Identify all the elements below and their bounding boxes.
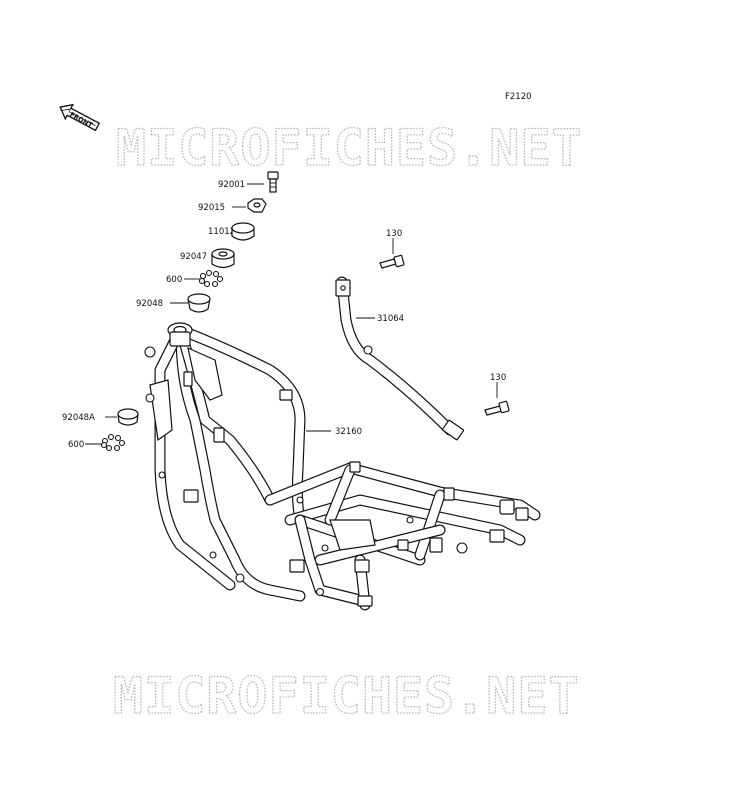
callout-92047: 92047	[180, 252, 207, 262]
front-arrow-icon: FRONT	[59, 103, 101, 132]
callout-32160: 32160	[335, 427, 362, 437]
callout-600-upper: 600	[166, 275, 182, 285]
bolt-130-lower-icon	[484, 400, 510, 416]
callout-92015: 92015	[198, 203, 225, 213]
race-92048-icon	[187, 293, 211, 313]
callout-92048a: 92048A	[62, 413, 95, 423]
bearing-balls-600-lower-icon	[100, 433, 126, 452]
watermark-top: MICROFICHES.NET	[116, 119, 583, 177]
callout-92001: 92001	[218, 180, 245, 190]
callout-92048: 92048	[136, 299, 163, 309]
callout-130-upper: 130	[386, 229, 402, 239]
watermark-bottom: MICROFICHES.NET	[113, 667, 580, 725]
callout-130-lower: 130	[490, 373, 506, 383]
figure-code: F2120	[505, 92, 532, 102]
callout-11012: 11012	[208, 227, 235, 237]
bearing-balls-600-upper-icon	[198, 269, 224, 288]
nut-92015-icon	[247, 198, 267, 213]
callout-31064: 31064	[377, 314, 404, 324]
callout-600-lower: 600	[68, 440, 84, 450]
spacer-92047-icon	[211, 248, 235, 269]
main-frame-32160-icon	[144, 322, 541, 611]
cap-11012-icon	[231, 222, 255, 241]
bolt-130-upper-icon	[379, 254, 405, 269]
leader-lines	[85, 183, 498, 445]
bracket-31064-icon	[335, 276, 465, 441]
race-92048a-icon	[117, 408, 139, 426]
bolt-92001-icon	[267, 171, 279, 193]
